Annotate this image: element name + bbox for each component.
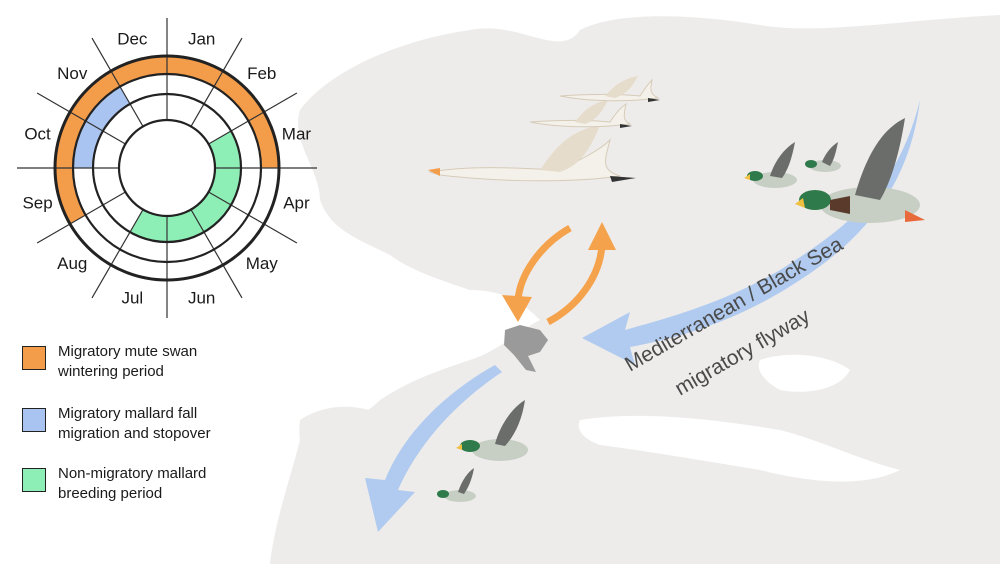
mallard-icon	[744, 142, 797, 188]
month-divider	[36, 191, 126, 244]
month-label-feb: Feb	[247, 64, 276, 83]
croatia-region	[504, 325, 548, 372]
month-label-apr: Apr	[283, 194, 310, 213]
month-label-aug: Aug	[57, 254, 87, 273]
swan-flock	[428, 76, 660, 182]
europe-map	[270, 15, 1000, 564]
month-divider	[91, 209, 144, 299]
flyway-arrow-southwest	[365, 365, 502, 532]
month-label-jan: Jan	[188, 30, 215, 49]
month-label-jun: Jun	[188, 288, 215, 307]
calendar-ring	[71, 72, 263, 264]
swan-icon	[428, 125, 636, 182]
calendar-ring	[91, 92, 243, 244]
legend-swatch-blue	[22, 408, 46, 432]
sea-mediterranean	[578, 415, 900, 482]
swan-icon	[529, 100, 632, 128]
local-arrow-north-head	[588, 222, 616, 250]
local-arrow-north	[546, 244, 606, 326]
land-iberia	[299, 406, 391, 481]
month-divider	[190, 37, 243, 127]
local-arrow-south-head	[502, 295, 532, 322]
land-mainland	[270, 15, 1000, 564]
local-arrow-south	[514, 224, 572, 301]
month-label-dec: Dec	[117, 30, 148, 49]
mallard-icon	[456, 400, 528, 461]
legend-swatch-green	[22, 468, 46, 492]
mallard-flock-east	[744, 118, 925, 223]
mallard-breeding-band	[130, 131, 242, 243]
month-label-may: May	[246, 254, 279, 273]
month-label-oct: Oct	[24, 124, 51, 143]
calendar-ring	[53, 54, 281, 282]
sea-black	[758, 354, 850, 392]
land-british-isles	[374, 191, 416, 251]
mallard-flock-south	[437, 400, 528, 502]
month-divider	[208, 92, 298, 145]
month-divider	[208, 191, 298, 244]
month-divider	[36, 92, 126, 145]
flyway-arrow-east	[582, 100, 920, 365]
month-label-jul: Jul	[121, 288, 143, 307]
mallard-icon	[805, 142, 841, 172]
mallard-fall-band	[73, 86, 130, 168]
month-divider	[190, 209, 243, 299]
month-label-sep: Sep	[22, 194, 52, 213]
mallard-icon	[795, 118, 925, 223]
calendar-ring	[117, 118, 217, 218]
mallard-icon	[437, 468, 476, 502]
month-label-nov: Nov	[57, 64, 88, 83]
swan-icon	[559, 76, 660, 102]
month-divider	[91, 37, 144, 127]
flyway-arrows	[365, 100, 920, 532]
swan-wintering-band	[55, 55, 280, 225]
legend-swatch-orange	[22, 346, 46, 370]
month-label-mar: Mar	[282, 124, 312, 143]
